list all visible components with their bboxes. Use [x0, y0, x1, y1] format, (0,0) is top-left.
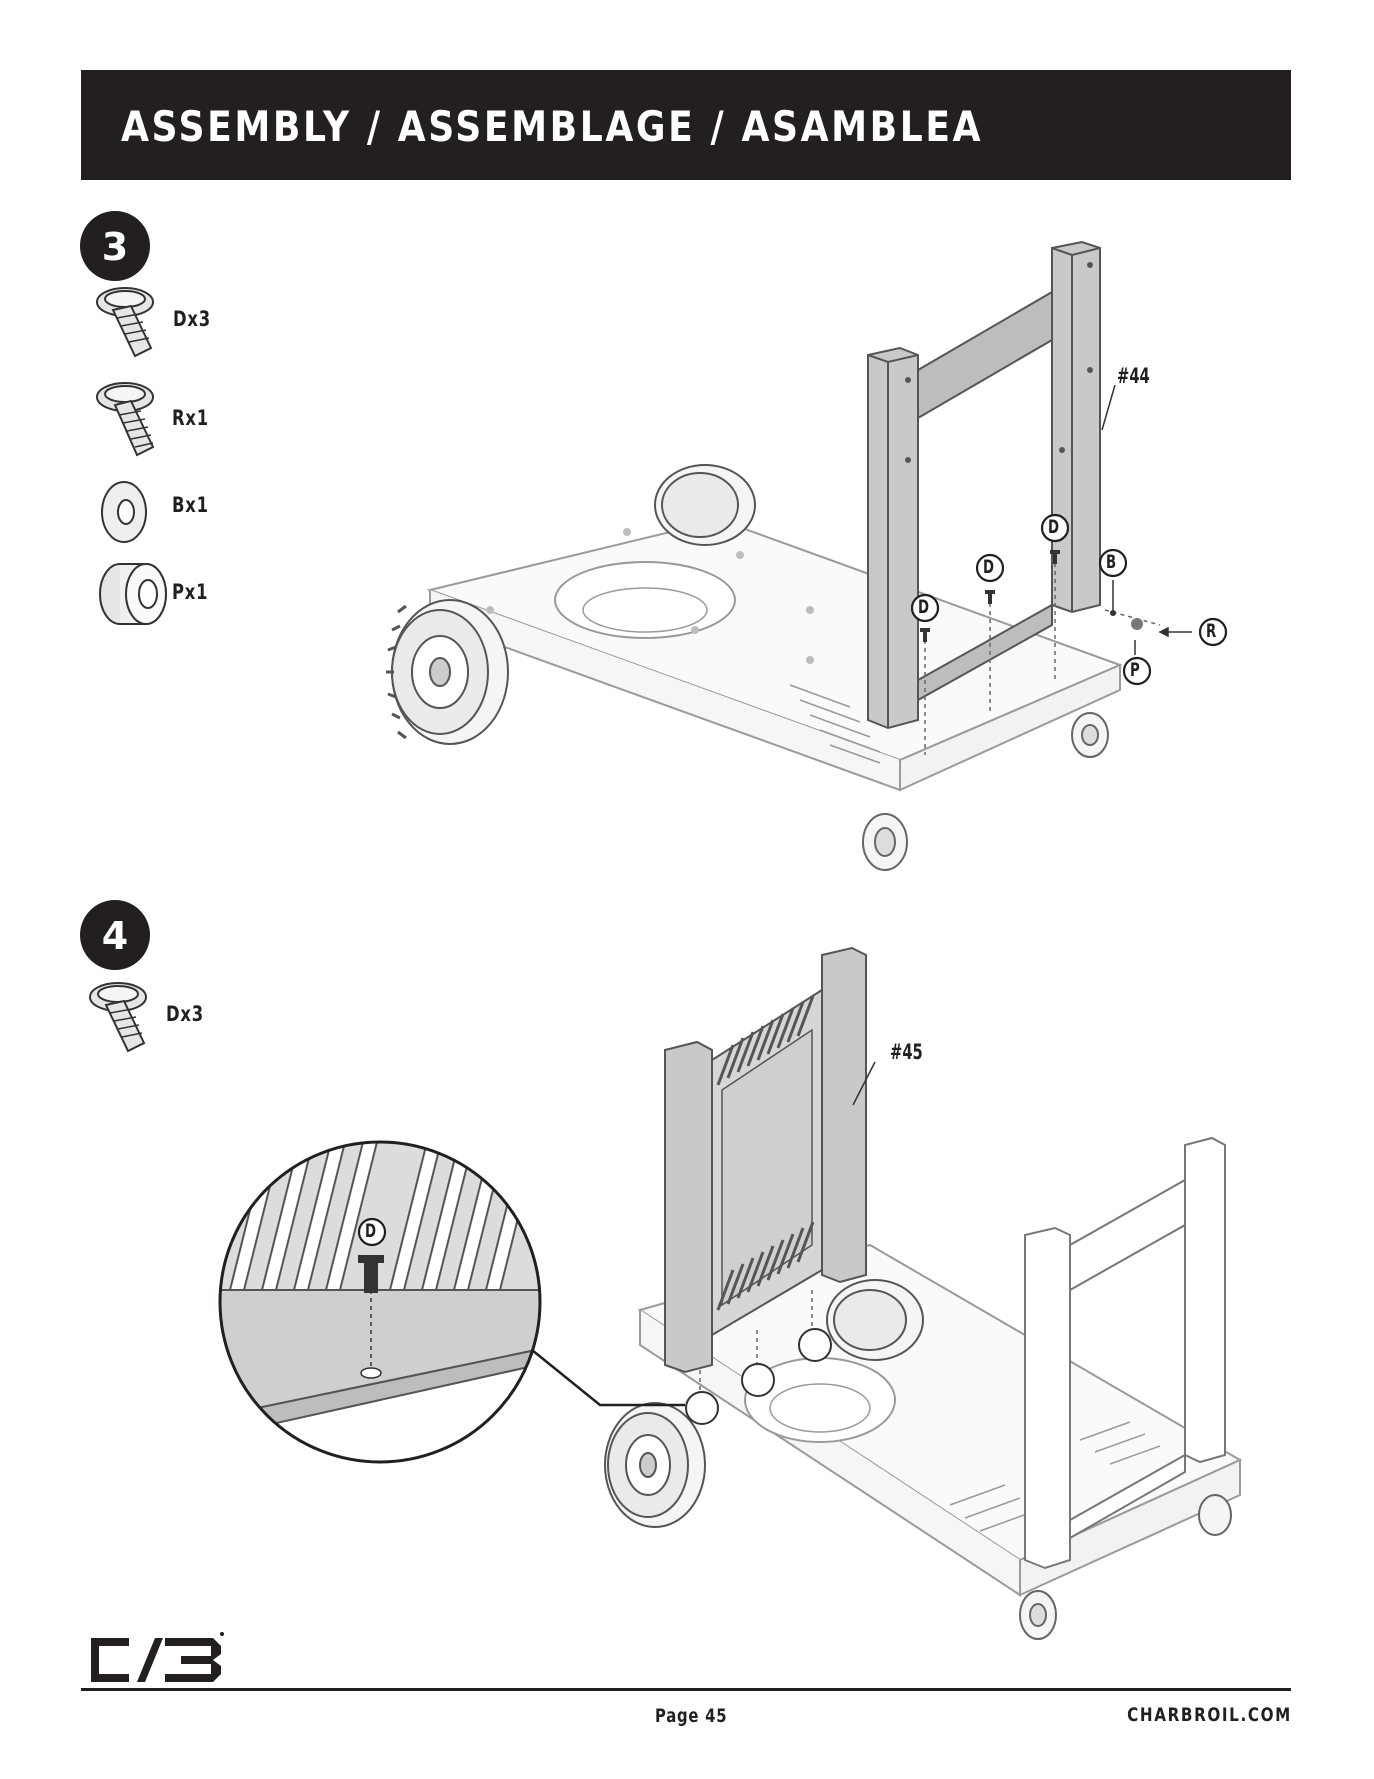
caster-rear: [1199, 1495, 1231, 1535]
detail-zoom: [200, 1130, 685, 1462]
website-link[interactable]: CHARBROIL.COM: [1127, 1704, 1292, 1726]
footer-rule: [81, 1688, 1291, 1691]
page-number: Page 45: [655, 1705, 727, 1727]
brand-logo: [85, 1630, 225, 1690]
wheel-large-rear: [827, 1280, 923, 1360]
wheel-large-front: [605, 1403, 705, 1527]
callout-d-detail: D: [365, 1220, 376, 1242]
caster-front: [1020, 1591, 1056, 1639]
part-ref-45: #45: [890, 1040, 923, 1064]
